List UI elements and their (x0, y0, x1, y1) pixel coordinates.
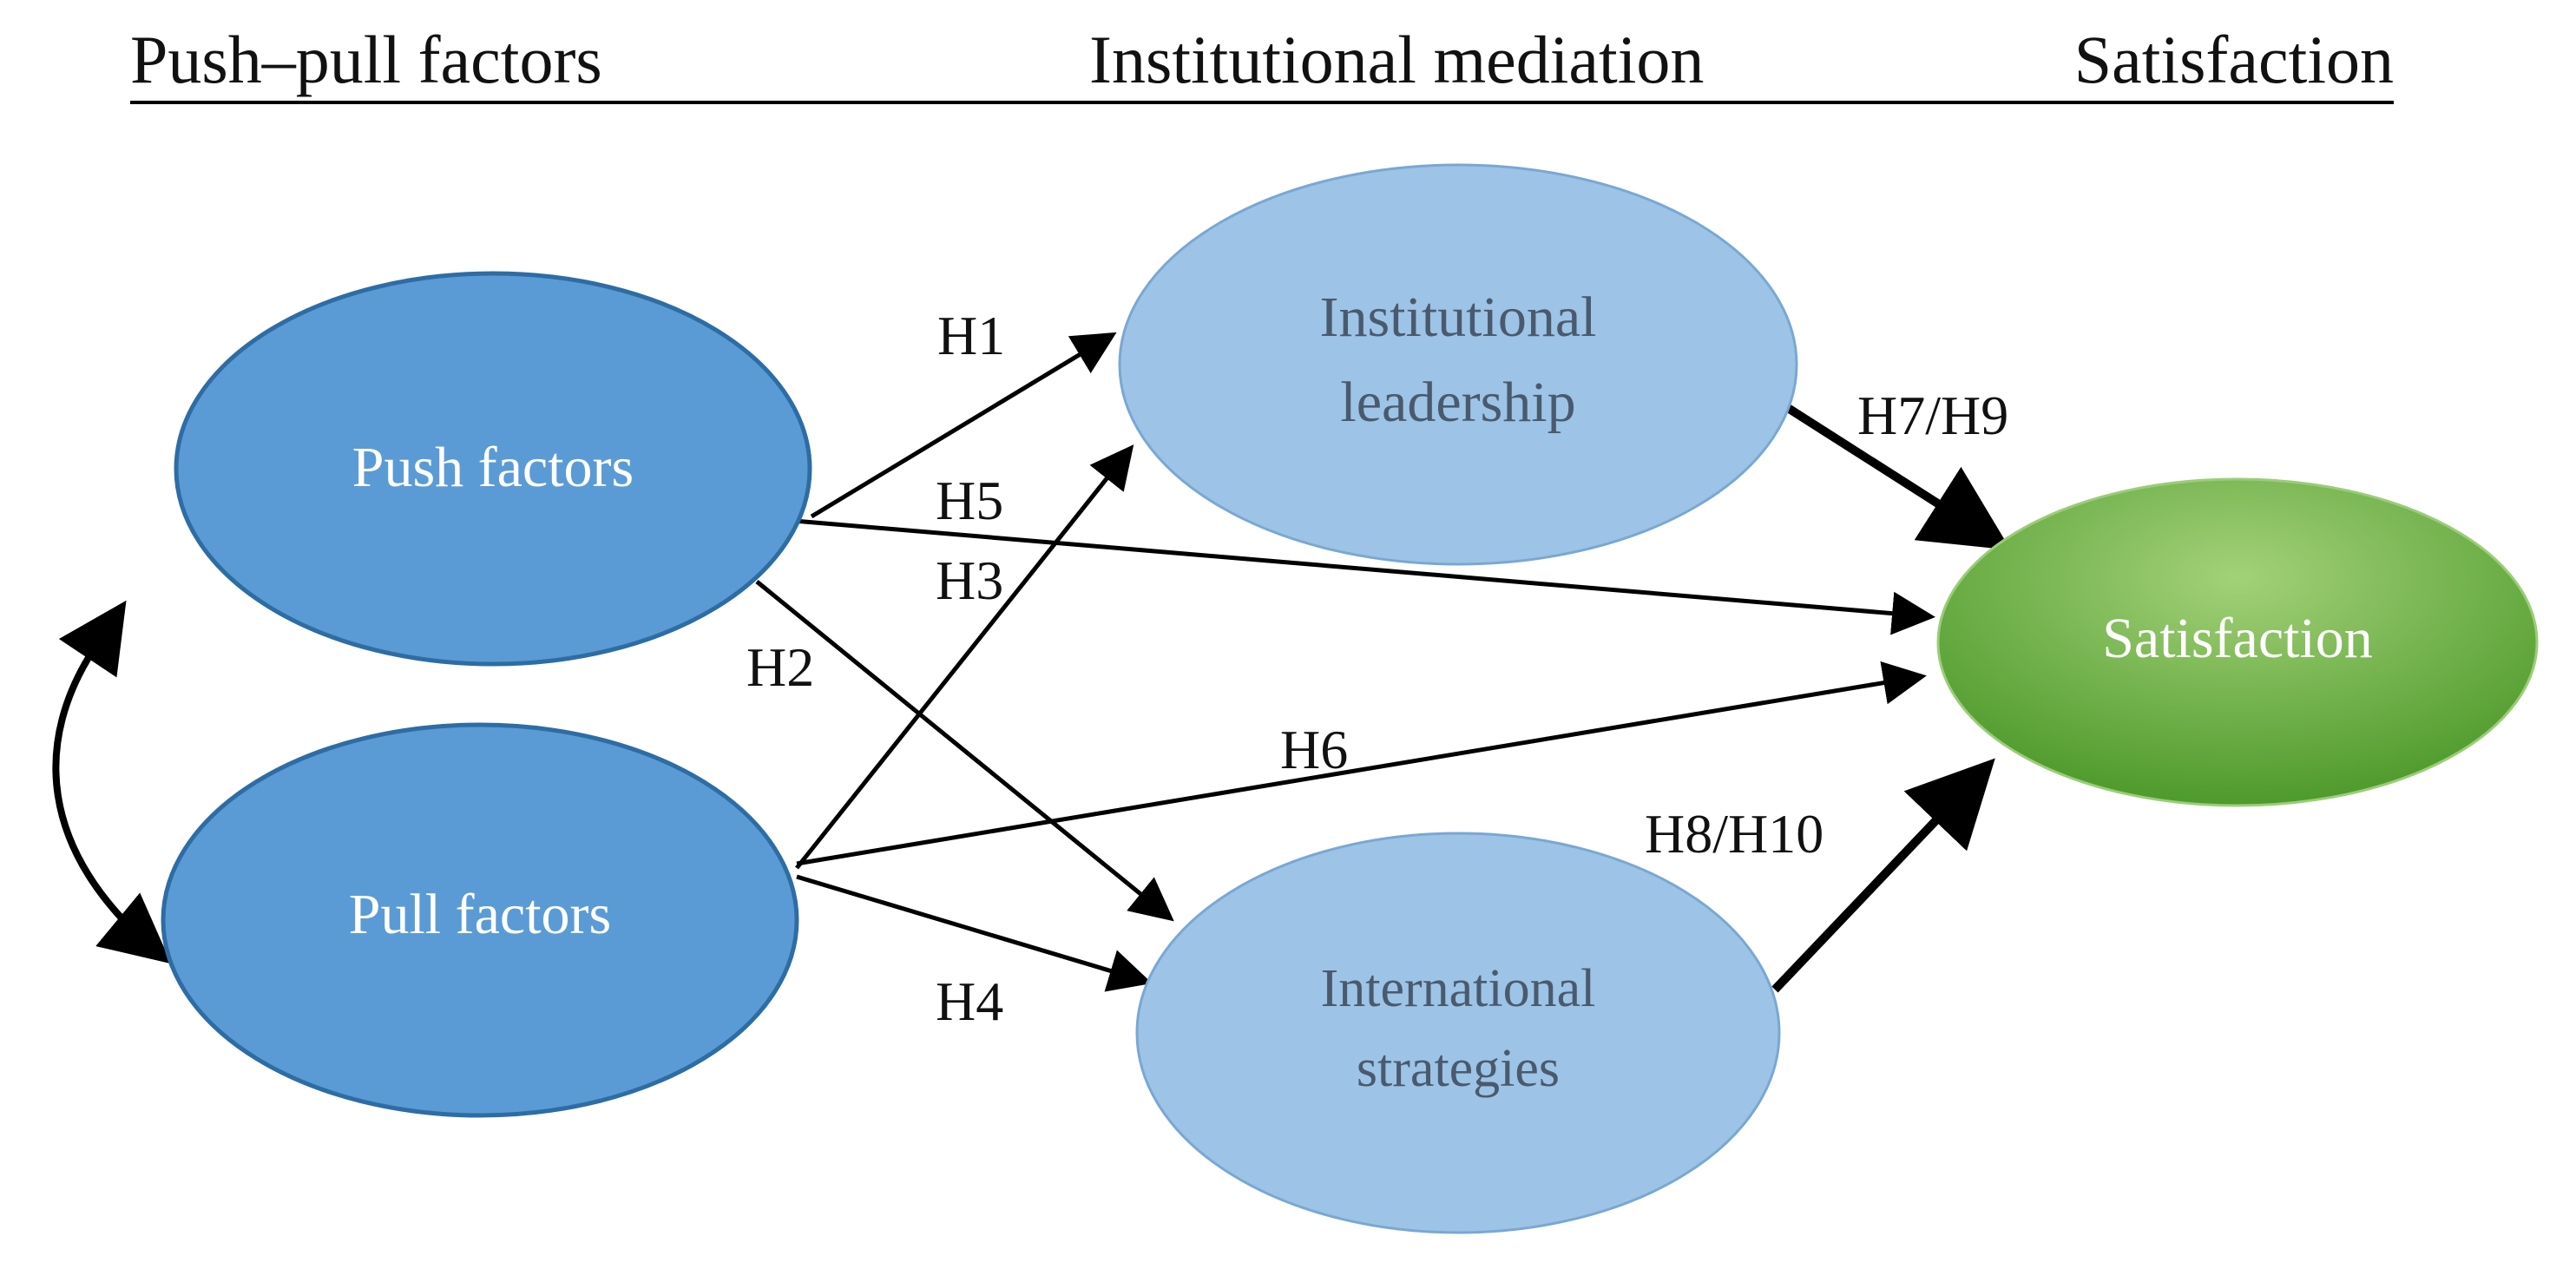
arrow-h8-h10 (1771, 758, 1995, 993)
institutional-leadership-ellipse (1118, 163, 1798, 566)
international-strategies-label-line2: strategies (1357, 1039, 1560, 1098)
satisfaction-ellipse (1936, 477, 2539, 807)
arrow-h2 (755, 580, 1174, 922)
header-push-pull: Push–pull factors (130, 22, 602, 97)
edge-label-h6: H6 (1280, 719, 1348, 780)
push-factors-ellipse (174, 271, 812, 667)
edge-labels: H1 H2 H3 H4 H5 H6 H7/H9 H8/H10 (746, 305, 2008, 1032)
node-satisfaction: Satisfaction (1936, 477, 2539, 807)
edge-label-h3: H3 (936, 549, 1003, 611)
edge-label-h5: H5 (936, 470, 1003, 531)
edge-label-h2: H2 (746, 636, 814, 698)
edge-label-h8-h10: H8/H10 (1645, 803, 1824, 865)
institutional-leadership-label-line2: leadership (1340, 371, 1575, 434)
arrow-h3 (795, 444, 1134, 870)
satisfaction-label: Satisfaction (2102, 607, 2373, 670)
header-satisfaction: Satisfaction (2074, 22, 2394, 97)
header-row: Push–pull factors Institutional mediatio… (130, 22, 2394, 104)
arrow-h1 (810, 332, 1117, 519)
arrow-h4 (796, 874, 1153, 992)
edges (52, 332, 2011, 993)
node-institutional-leadership: Institutional leadership (1118, 163, 1798, 566)
correlation-arrow-push-pull (52, 600, 172, 964)
international-strategies-ellipse (1135, 832, 1781, 1234)
arrow-h6 (796, 661, 1927, 866)
pull-factors-ellipse (161, 722, 799, 1118)
arrow-h7-h9 (1785, 404, 2011, 550)
arrow-h5 (793, 518, 1935, 635)
node-push-factors: Push factors (174, 271, 812, 667)
edge-label-h7-h9: H7/H9 (1857, 385, 2008, 446)
institutional-leadership-label-line1: Institutional (1320, 286, 1597, 349)
push-factors-label: Push factors (352, 436, 634, 499)
edge-label-h4: H4 (936, 970, 1003, 1032)
node-international-strategies: International strategies (1135, 832, 1781, 1234)
header-institutional-mediation: Institutional mediation (1089, 22, 1704, 97)
international-strategies-label-line1: International (1321, 959, 1596, 1018)
node-pull-factors: Pull factors (161, 722, 799, 1118)
pull-factors-label: Pull factors (349, 883, 611, 946)
edge-label-h1: H1 (937, 305, 1005, 366)
